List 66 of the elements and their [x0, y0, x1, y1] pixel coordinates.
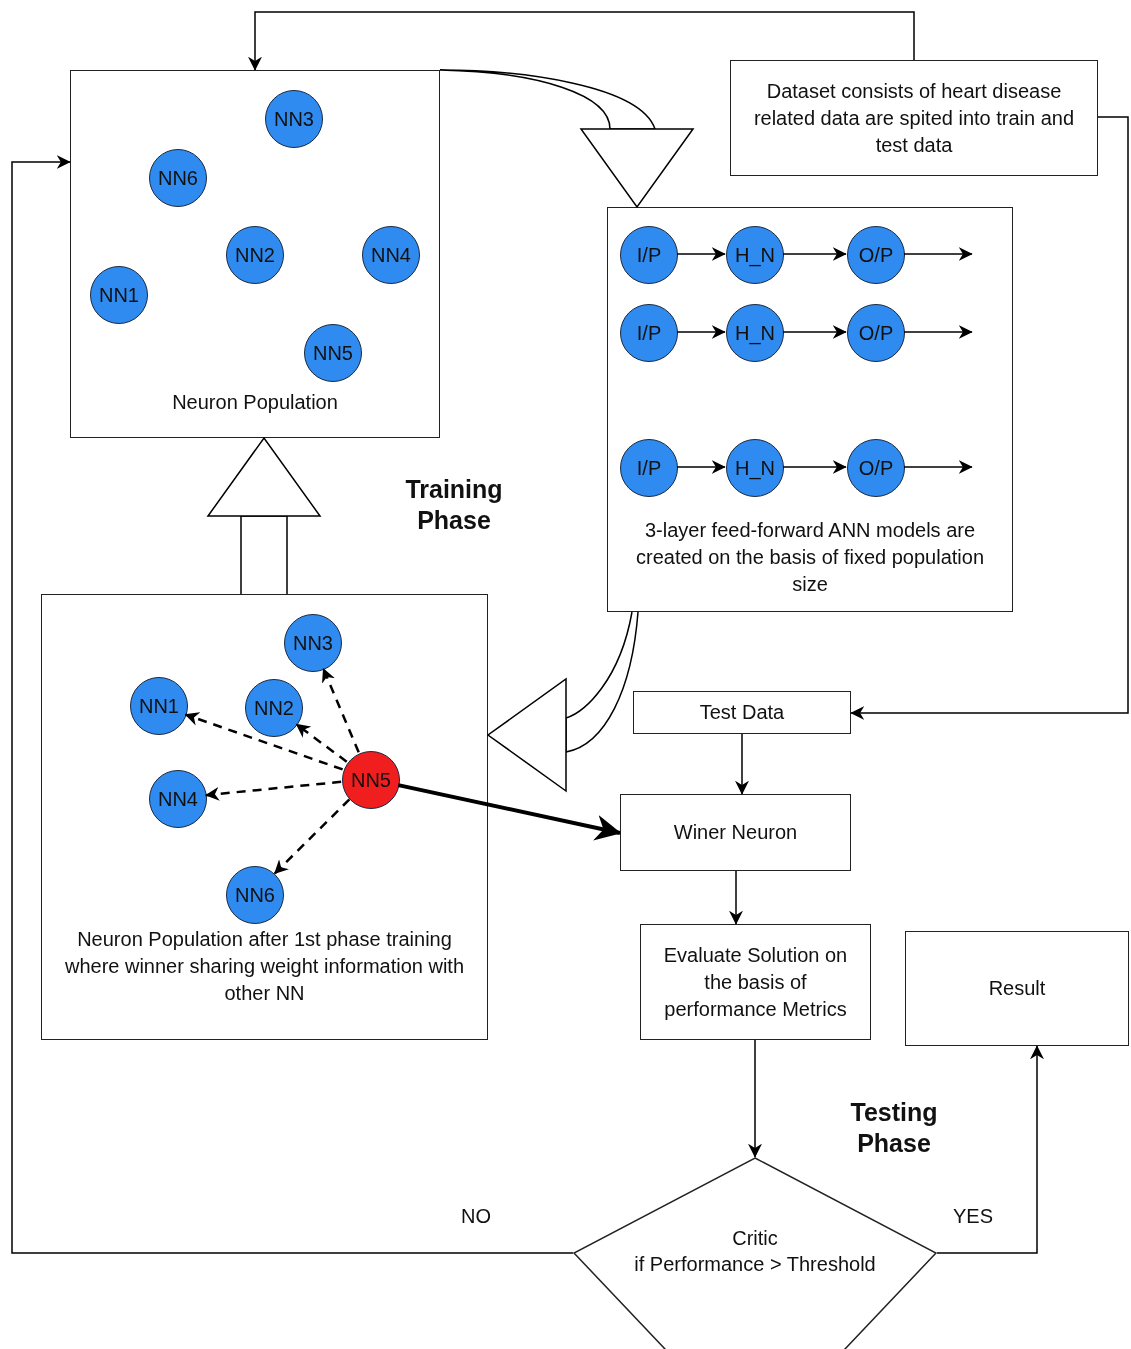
arrow — [903, 325, 973, 339]
box-text: Evaluate Solution on the basis of performance Metrics — [662, 942, 849, 1022]
caption-text: 3-layer feed-forward ANN models are created on the basis of fixed population size — [635, 518, 985, 597]
caption-text: Neuron Population after 1st phase training where winner sharing weight information with other NN — [63, 927, 466, 1006]
arrow — [850, 116, 1129, 720]
arrow — [676, 247, 726, 261]
arrow — [782, 325, 847, 339]
arrow — [782, 460, 847, 474]
arrow — [903, 460, 973, 474]
phase-heading: Training Phase — [404, 474, 504, 537]
arrow — [322, 668, 360, 753]
neuron-circle: O/P — [847, 226, 905, 284]
arrow — [273, 798, 351, 875]
block-arrow — [207, 437, 321, 595]
neuron-circle: NN5 — [342, 751, 400, 809]
neuron-circle: I/P — [620, 226, 678, 284]
arrow — [184, 712, 344, 771]
neuron-circle: H_N — [726, 304, 784, 362]
neuron-circle: NN2 — [226, 226, 284, 284]
neuron-circle: NN4 — [362, 226, 420, 284]
decision-text: if Performance > Threshold — [634, 1252, 876, 1277]
neuron-circle: NN4 — [149, 770, 207, 828]
neuron-circle: I/P — [620, 304, 678, 362]
process-box — [905, 931, 1129, 1046]
decision-text: Critic — [732, 1226, 778, 1251]
box-text: Test Data — [698, 700, 786, 725]
neuron-circle: NN1 — [130, 677, 188, 735]
arrow — [729, 870, 743, 925]
arrow — [903, 247, 973, 261]
neuron-circle: H_N — [726, 439, 784, 497]
arrow — [397, 783, 622, 841]
arrow — [11, 155, 574, 1254]
arrow — [676, 460, 726, 474]
neuron-circle: NN6 — [149, 149, 207, 207]
block-arrow — [439, 69, 694, 208]
arrow — [676, 325, 726, 339]
arrow — [295, 723, 348, 763]
box-text: Result — [987, 976, 1047, 1001]
arrow — [248, 11, 915, 71]
neuron-circle: NN3 — [265, 90, 323, 148]
group-box — [70, 70, 440, 438]
neuron-circle: NN2 — [245, 679, 303, 737]
process-box — [620, 794, 851, 871]
arrow — [936, 1045, 1044, 1254]
box-text: Winer Neuron — [672, 820, 799, 845]
neuron-circle: O/P — [847, 304, 905, 362]
neuron-circle: I/P — [620, 439, 678, 497]
process-box — [730, 60, 1098, 176]
neuron-circle: O/P — [847, 439, 905, 497]
arrow — [782, 247, 847, 261]
neuron-circle: NN5 — [304, 324, 362, 382]
arrow — [735, 733, 749, 795]
caption-text: Neuron Population — [171, 390, 339, 415]
neuron-circle: NN1 — [90, 266, 148, 324]
neuron-circle: H_N — [726, 226, 784, 284]
process-box — [633, 691, 851, 734]
process-box — [640, 924, 871, 1040]
neuron-circle: NN6 — [226, 866, 284, 924]
group-box — [607, 207, 1013, 612]
group-box — [41, 594, 488, 1040]
block-arrow — [487, 611, 639, 792]
neuron-circle: NN3 — [284, 614, 342, 672]
arrow — [205, 780, 342, 801]
arrow — [748, 1039, 762, 1158]
phase-heading: Testing Phase — [849, 1097, 939, 1160]
box-text: Dataset consists of heart disease related data are spited into train and test data — [752, 78, 1076, 158]
